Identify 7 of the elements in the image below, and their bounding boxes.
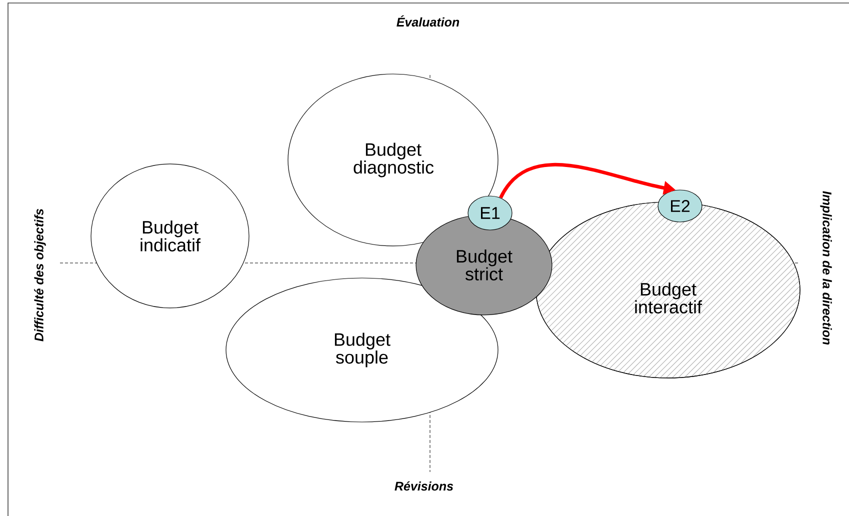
circle-node: E2 (658, 190, 702, 222)
axis-label: Évaluation (396, 15, 460, 27)
circle-node: E1 (468, 196, 512, 230)
axis-label: Difficulté des objectifs (34, 208, 46, 342)
ellipse-node: Budget indicatif (90, 164, 250, 308)
axis-label: Révisions (394, 481, 454, 491)
axis-label: Implication de la direction (820, 191, 832, 345)
